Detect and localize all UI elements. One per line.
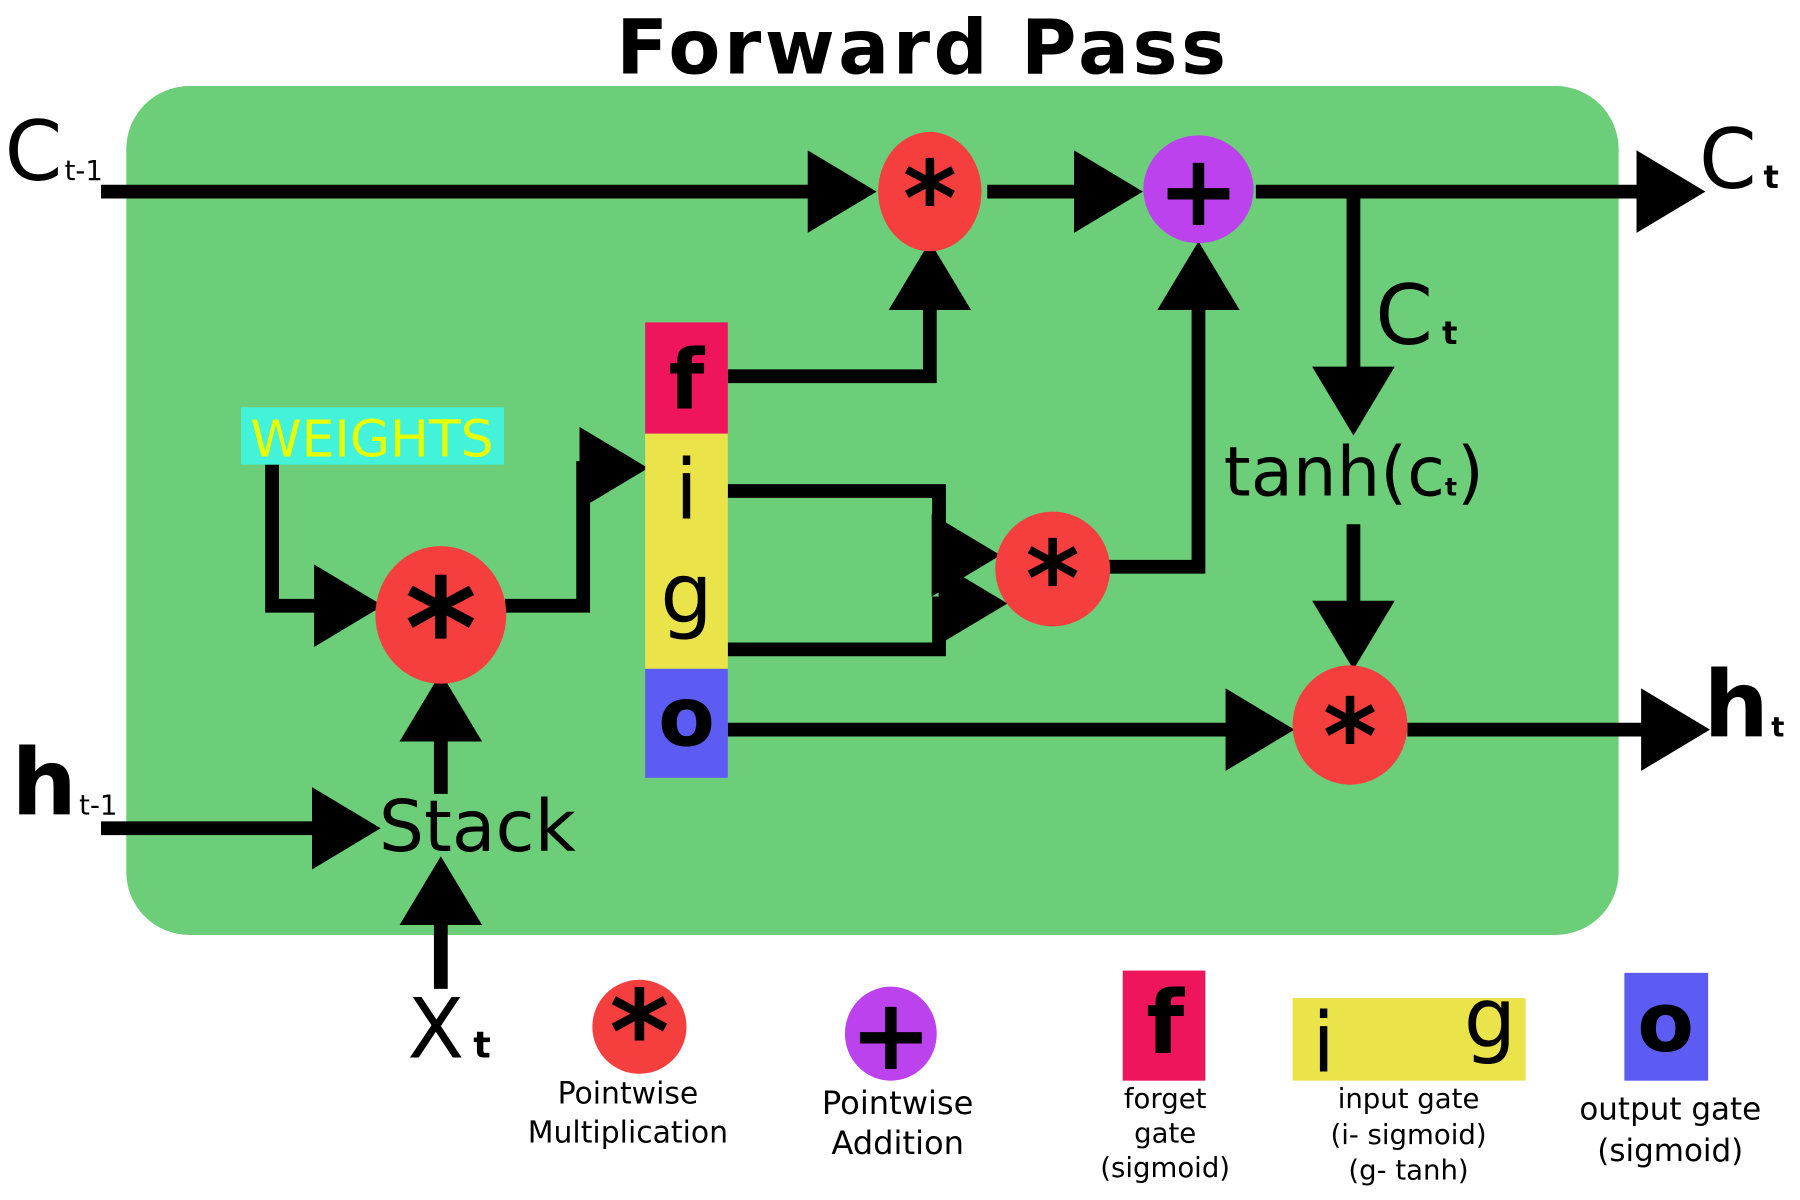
gate-i-label: i	[675, 443, 698, 539]
tanh-label: tanh(ct)	[1224, 433, 1484, 513]
c-prev-label: Ct-1	[5, 104, 103, 200]
diagram-title: Forward Pass	[616, 3, 1229, 91]
legend: * Pointwise Multiplication + Pointwise A…	[528, 967, 1761, 1187]
wire-f-to-mult	[727, 241, 972, 384]
legend-input-i: i	[1312, 996, 1335, 1092]
wire-mult-to-gates	[505, 426, 649, 613]
legend-input: i g input gate (i- sigmoid) (g- tanh)	[1292, 970, 1526, 1186]
legend-input-line1: input gate	[1338, 1083, 1480, 1115]
legend-forget-line2: gate	[1134, 1118, 1196, 1150]
input-multiply-node: *	[995, 511, 1111, 640]
weights-multiply-node: *	[375, 546, 507, 710]
legend-add-line2: Addition	[831, 1124, 964, 1162]
legend-output: o output gate (sigmoid)	[1579, 972, 1761, 1169]
legend-input-line3: (g- tanh)	[1348, 1154, 1468, 1186]
h-prev-label: ht-1	[11, 730, 117, 837]
wire-weights-to-mult	[265, 464, 383, 648]
legend-forget-line3: (sigmoid)	[1100, 1152, 1230, 1184]
legend-output-line2: (sigmoid)	[1597, 1133, 1743, 1169]
legend-add-line1: Pointwise	[822, 1084, 974, 1122]
plus-icon: +	[1157, 134, 1240, 249]
multiply-icon: *	[1026, 520, 1080, 640]
legend-input-g: g	[1464, 970, 1516, 1066]
gate-ig	[645, 433, 728, 669]
gate-g-label: g	[660, 546, 712, 642]
legend-input-line2: (i- sigmoid)	[1330, 1119, 1486, 1151]
ht-output-label: ht	[1704, 652, 1785, 759]
gate-o	[645, 668, 728, 778]
multiply-icon: *	[405, 550, 477, 710]
stack-label: Stack	[379, 785, 576, 868]
add-node: +	[1143, 134, 1254, 249]
gate-f	[645, 322, 728, 434]
plus-icon: +	[849, 978, 932, 1093]
output-multiply-node: *	[1292, 665, 1408, 798]
wire-igmult-to-add	[1108, 241, 1240, 574]
multiply-icon: *	[903, 140, 957, 260]
gate-f-label: f	[668, 332, 705, 428]
multiply-icon: *	[1323, 678, 1377, 798]
wire-g-to-igmult	[727, 562, 1008, 657]
legend-multiply-line2: Multiplication	[528, 1116, 728, 1151]
multiply-icon: *	[609, 967, 669, 1101]
weights-box	[241, 407, 504, 465]
forget-multiply-node: *	[878, 131, 982, 260]
legend-add: + Pointwise Addition	[822, 978, 974, 1162]
legend-output-symbol: o	[1637, 975, 1694, 1071]
legend-multiply-line1: Pointwise	[558, 1077, 699, 1112]
legend-forget: f forget gate (sigmoid)	[1100, 970, 1230, 1184]
legend-forget-line1: forget	[1124, 1083, 1207, 1115]
wires	[101, 150, 1711, 989]
legend-forget-symbol: f	[1146, 972, 1185, 1074]
gate-stack: f i g o	[645, 322, 728, 778]
wire-i-to-igmult	[727, 484, 1001, 597]
gate-o-label: o	[658, 670, 715, 766]
weights-label: WEIGHTS	[250, 410, 493, 469]
legend-output-line1: output gate	[1579, 1092, 1761, 1128]
legend-multiply: * Pointwise Multiplication	[528, 967, 728, 1151]
